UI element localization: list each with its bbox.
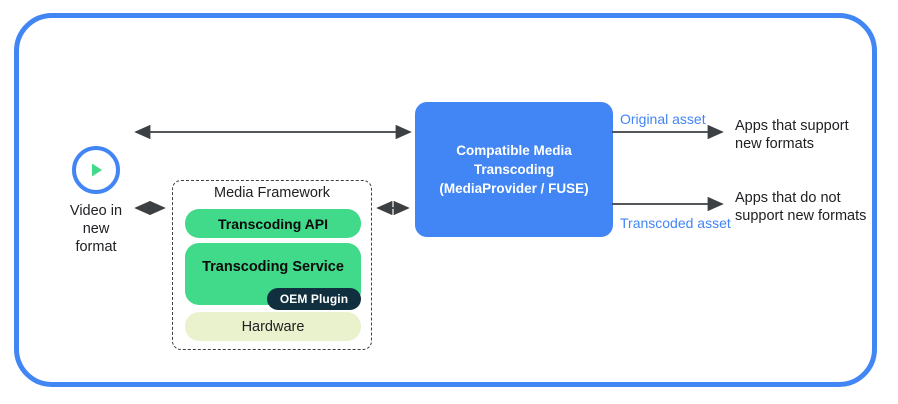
media-framework-title: Media Framework bbox=[213, 185, 331, 201]
transcoding-api-box: Transcoding API bbox=[185, 209, 361, 238]
video-source-group: Video in new format bbox=[42, 146, 150, 256]
transcoded-asset-label: Transcoded asset bbox=[620, 215, 731, 231]
video-source-label: Video in new format bbox=[69, 203, 123, 255]
compatible-media-transcoding-box: Compatible Media Transcoding (MediaProvi… bbox=[415, 102, 613, 237]
arrow-cmt-to-apps-support bbox=[612, 124, 724, 140]
outer-frame-border bbox=[14, 13, 877, 387]
media-framework-container: Media Framework Transcoding API Transcod… bbox=[172, 180, 372, 350]
original-asset-label: Original asset bbox=[620, 111, 706, 127]
oem-plugin-badge: OEM Plugin bbox=[267, 288, 361, 310]
play-circle-icon bbox=[72, 146, 120, 194]
apps-that-do-not-support-new-formats-label: Apps that do not support new formats bbox=[735, 190, 867, 224]
arrow-video-to-media-framework bbox=[134, 200, 166, 216]
arrow-cmt-to-apps-no-support bbox=[612, 196, 724, 212]
arrow-video-to-cmt bbox=[134, 124, 412, 140]
apps-that-support-new-formats-label: Apps that support new formats bbox=[735, 118, 849, 152]
hardware-box: Hardware bbox=[185, 312, 361, 341]
arrow-media-framework-to-cmt bbox=[376, 200, 410, 216]
